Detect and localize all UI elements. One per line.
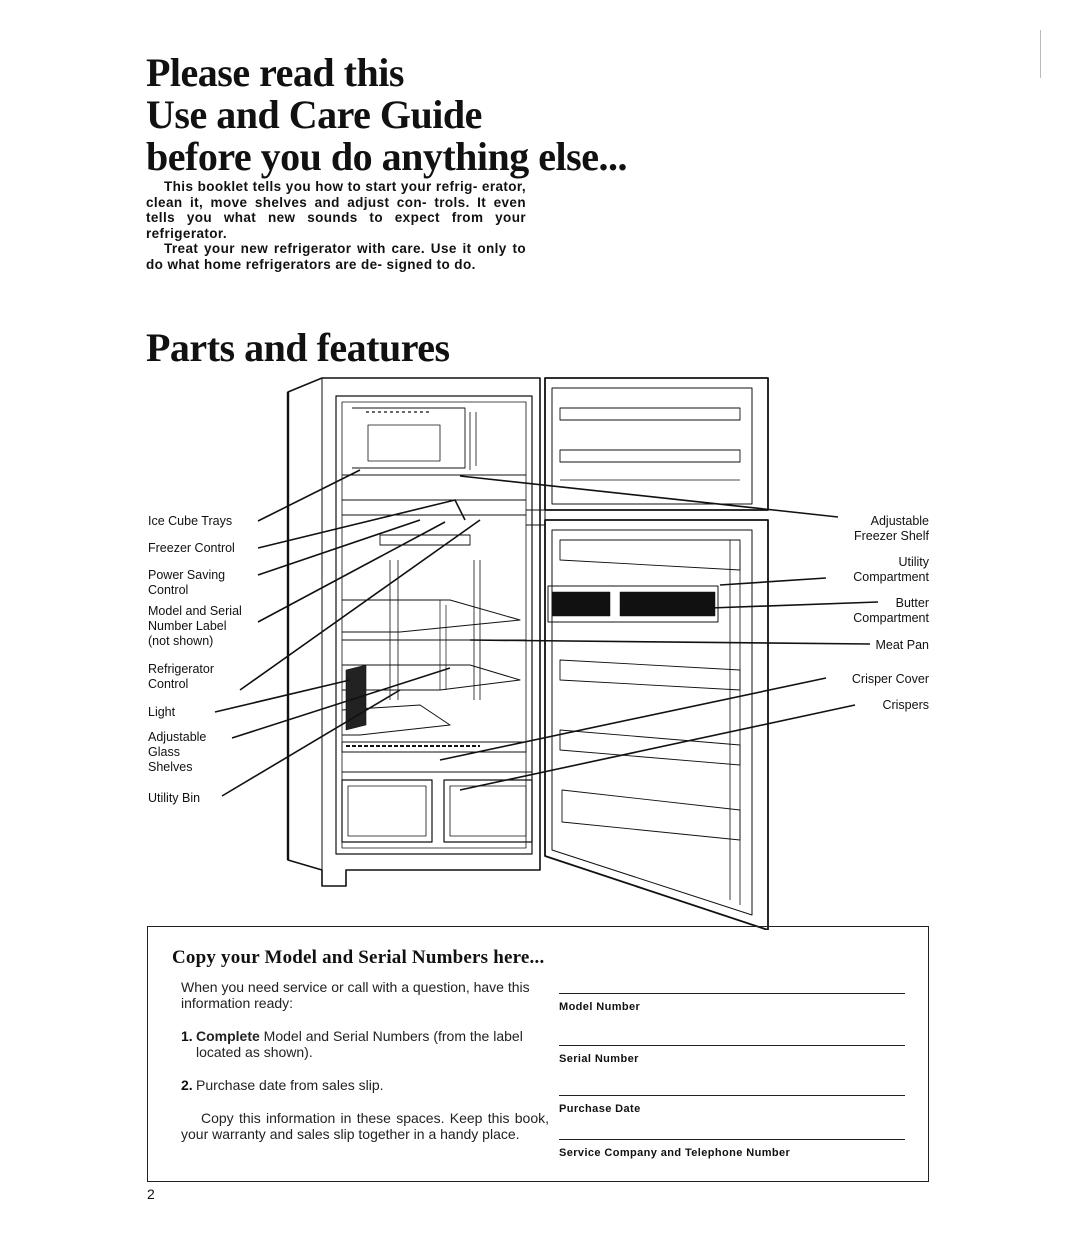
leader-ice-cube-trays xyxy=(257,469,361,522)
cabinet-outline xyxy=(287,377,541,887)
title-line-1: Please read this xyxy=(146,50,404,95)
intro-paragraph-2: Treat your new refrigerator with care. U… xyxy=(146,241,526,272)
label-butter-compartment: Butter Compartment xyxy=(853,596,929,625)
label-refrigerator-control: Refrigerator Control xyxy=(148,662,214,691)
label-meat-pan: Meat Pan xyxy=(875,638,929,652)
step-1-number: 1. xyxy=(181,1028,193,1044)
leader-freezer-control xyxy=(257,499,466,549)
title-line-3: before you do anything else... xyxy=(146,134,627,179)
leader-light xyxy=(214,679,351,713)
label-utility-compartment: Utility Compartment xyxy=(853,555,929,584)
leader-butter-compartment xyxy=(709,601,879,609)
leader-meat-pan xyxy=(469,639,871,645)
service-company-line[interactable] xyxy=(559,1139,905,1140)
leader-refrigerator-control xyxy=(239,519,481,691)
parts-heading: Parts and features xyxy=(146,325,450,370)
title-line-2: Use and Care Guide xyxy=(146,92,482,137)
leader-adjustable-glass-shelves xyxy=(231,667,451,739)
model-number-line[interactable] xyxy=(559,993,905,994)
intro-text: This booklet tells you how to start your… xyxy=(146,179,526,272)
record-closing: Copy this information in these spaces. K… xyxy=(181,1110,549,1142)
leader-adjustable-freezer-shelf xyxy=(459,475,839,518)
leader-model-serial-label xyxy=(257,521,446,623)
label-model-serial-number: Model and Serial Number Label (not shown… xyxy=(148,604,242,648)
margin-rule xyxy=(1040,30,1041,78)
service-company-label: Service Company and Telephone Number xyxy=(559,1147,791,1159)
label-light: Light xyxy=(148,705,176,719)
label-adjustable-freezer-shelf: Adjustable Freezer Shelf xyxy=(853,514,929,543)
label-freezer-control: Freezer Control xyxy=(148,541,235,555)
intro-paragraph-1: This booklet tells you how to start your… xyxy=(146,179,526,241)
leader-crisper-cover xyxy=(439,677,827,761)
label-adjustable-glass-shelves: Adjustable Glass Shelves xyxy=(148,730,207,774)
step-2-number: 2. xyxy=(181,1077,193,1093)
record-intro: When you need service or call with a que… xyxy=(181,979,530,1011)
record-numbers-box: Copy your Model and Serial Numbers here.… xyxy=(147,926,929,1182)
label-ice-cube-trays: Ice Cube Trays xyxy=(148,514,233,528)
model-number-label: Model Number xyxy=(559,1001,641,1013)
serial-number-line[interactable] xyxy=(559,1045,905,1046)
step-2-text: Purchase date from sales slip. xyxy=(196,1077,384,1093)
purchase-date-line[interactable] xyxy=(559,1095,905,1096)
label-utility-bin: Utility Bin xyxy=(148,791,201,805)
page-title: Please read this Use and Care Guide befo… xyxy=(146,52,627,178)
label-power-saving-control: Power Saving Control xyxy=(148,568,226,597)
leader-crispers xyxy=(459,704,856,791)
serial-number-label: Serial Number xyxy=(559,1053,639,1065)
refrigerator-illustration xyxy=(214,377,879,930)
label-crispers: Crispers xyxy=(882,698,929,712)
leader-utility-compartment xyxy=(719,577,827,586)
record-heading: Copy your Model and Serial Numbers here.… xyxy=(172,947,545,968)
page-number: 2 xyxy=(147,1186,155,1202)
step-1-text: Complete Model and Serial Numbers (from … xyxy=(196,1028,523,1060)
purchase-date-label: Purchase Date xyxy=(559,1103,641,1115)
leader-power-saving-control xyxy=(257,519,421,576)
label-crisper-cover: Crisper Cover xyxy=(851,672,929,686)
leader-utility-bin xyxy=(221,689,401,797)
